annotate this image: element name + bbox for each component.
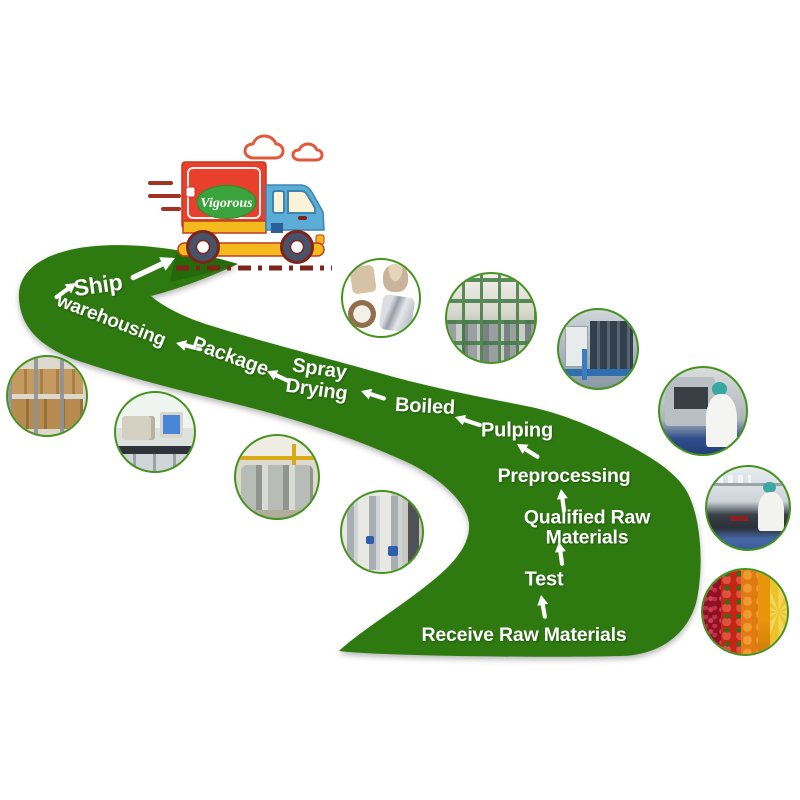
arrow-spray-drying-to-package <box>267 370 291 384</box>
dark-column-shape <box>407 500 419 564</box>
yellow-pipe-vertical-shape <box>291 444 296 477</box>
drum-box-shape <box>348 264 377 295</box>
truck-door-handle <box>298 216 307 220</box>
arrow-boiled-to-spray-drying <box>361 388 386 401</box>
red-tray-shape <box>729 516 748 522</box>
truck-door-latch <box>185 186 196 198</box>
arrow-qualified-to-preprocessing <box>556 489 568 513</box>
control-cabinet-shape <box>565 325 588 367</box>
arrow-pulping-to-boiled <box>455 414 482 428</box>
blue-pipe-shape <box>559 369 637 376</box>
blue-pipe-vertical-shape <box>582 349 588 381</box>
photo-technician-operating-test-machine <box>658 366 748 456</box>
filter-panels-shape <box>590 320 634 370</box>
cloud-icon <box>291 142 324 162</box>
photo-warehouse-racks-with-drums <box>6 355 88 437</box>
photo-lab-instrument-and-computer <box>114 391 196 473</box>
cloud-icons <box>243 134 324 162</box>
truck-yellow-stripe <box>182 220 267 234</box>
arrow-receive-to-test <box>537 595 549 619</box>
machine-opening-shape <box>673 386 709 410</box>
yellow-pipes-shape <box>236 455 318 460</box>
arrow-test-to-qualified <box>554 542 566 566</box>
open-drum-shape <box>347 299 377 329</box>
blue-valve-shape <box>366 536 374 544</box>
photo-fruit-collage-strips <box>701 568 789 656</box>
speed-lines-icon <box>148 181 181 211</box>
photo-stainless-steel-tank-room <box>234 434 320 520</box>
arrow-preprocessing-to-pulping <box>517 444 540 459</box>
photo-membrane-filtration-equipment <box>557 308 639 390</box>
front-wheel-hub <box>289 239 305 255</box>
monitor-screen-shape <box>162 414 180 434</box>
arrow-package-to-warehousing <box>176 340 203 352</box>
shelf-shape <box>713 483 783 486</box>
truck-logo-oval <box>196 185 257 219</box>
vertical-pipes-shape <box>346 496 411 570</box>
delivery-truck: Vigorous <box>148 134 332 271</box>
bench-drawers-shape <box>116 453 194 471</box>
lab-technician-cap-shape <box>762 481 776 494</box>
rack-struts-shape <box>8 357 86 435</box>
technician-cap-shape <box>711 381 728 396</box>
steel-tanks-shape <box>240 464 314 510</box>
arrow-to-truck <box>130 257 175 281</box>
photo-packaging-drums-and-foil-bags <box>341 258 421 338</box>
truck-window-right <box>287 190 316 214</box>
analyzer-shape <box>122 416 155 440</box>
lab-technician-coat-shape <box>757 491 785 531</box>
technician-coat-shape <box>706 393 738 448</box>
photo-laboratory-bench-technician <box>705 465 791 551</box>
truck-cab-step <box>271 223 283 233</box>
mandarin-strip <box>740 570 759 654</box>
photo-extraction-plant-structure <box>445 272 537 364</box>
green-frame-shape <box>447 274 535 362</box>
rear-wheel-hub <box>195 239 211 255</box>
flow-arrows <box>54 257 568 619</box>
citrus-slice-strip <box>770 570 787 654</box>
blue-pump-shape <box>388 546 398 556</box>
glassware-shape <box>718 475 752 484</box>
tomatoes-strip <box>721 570 741 654</box>
truck-window-left <box>272 190 285 214</box>
foil-bags-shape <box>378 293 416 333</box>
photo-process-piping-line <box>340 490 424 574</box>
truck-wheels <box>186 230 314 264</box>
orange-strip <box>758 570 771 654</box>
truck-logo-text: Vigorous <box>200 196 253 211</box>
arrow-ship <box>54 283 76 300</box>
cloud-icon <box>243 134 285 160</box>
drum-cylinder-shape <box>382 263 409 292</box>
berries-strip <box>703 570 722 654</box>
road-shadow-under-truck <box>170 252 238 282</box>
